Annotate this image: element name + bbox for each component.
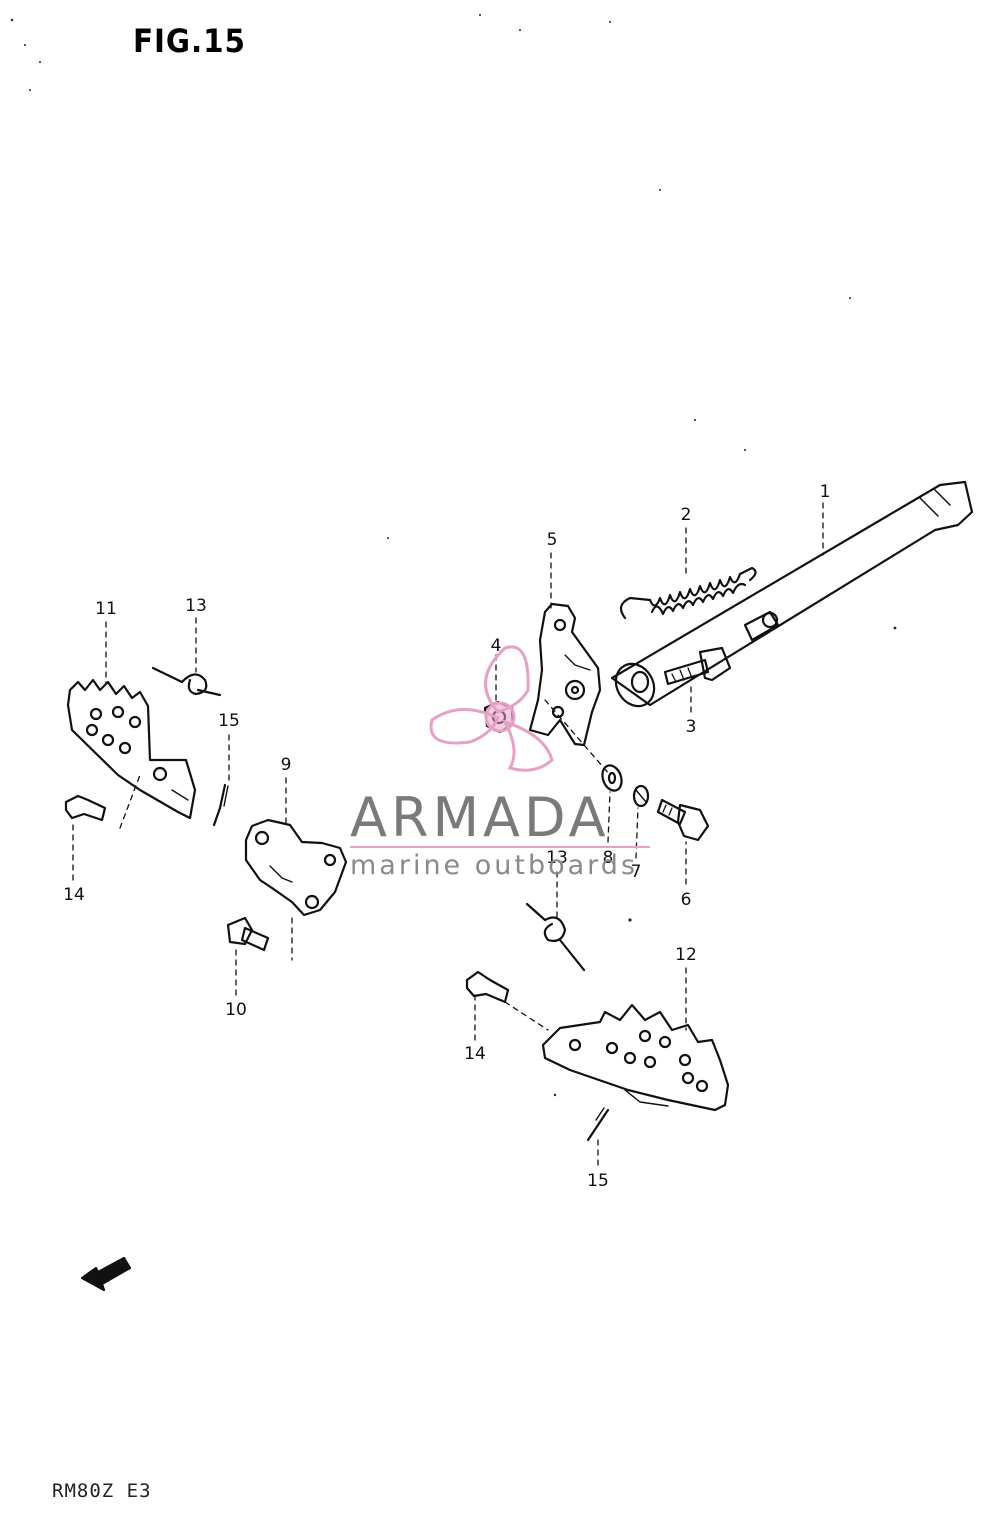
callout-14-right: 14: [464, 1044, 486, 1064]
cotter-pin-right: [586, 1107, 610, 1142]
stand-bolt: [656, 798, 710, 842]
callout-3: 3: [685, 717, 697, 737]
callout-6: 6: [680, 890, 692, 910]
watermark-divider: [350, 846, 650, 848]
right-footrest: [541, 1003, 730, 1112]
callout-14-left: 14: [63, 885, 85, 905]
watermark-tagline: marine outboards: [350, 850, 639, 881]
watermark-propeller-icon: [429, 645, 554, 772]
callout-5: 5: [546, 530, 558, 550]
footrest-spring-left: [151, 666, 222, 697]
callout-15-right: 15: [587, 1171, 609, 1191]
bracket-bolt: [226, 916, 270, 952]
callout-1: 1: [819, 482, 831, 502]
leader-lines: [72, 502, 824, 1166]
watermark-brand-name: ARMADA: [350, 786, 610, 849]
scan-specks: [10, 14, 897, 1097]
stand-spring: [619, 566, 757, 620]
footrest-bracket: [244, 818, 348, 917]
callout-11: 11: [95, 599, 117, 619]
diagram-code: RM80Z E3: [52, 1480, 152, 1502]
stand-bracket: [528, 602, 602, 747]
callout-7: 7: [630, 862, 642, 882]
callout-15-left: 15: [218, 711, 240, 731]
callout-4: 4: [490, 636, 502, 656]
callout-2: 2: [680, 505, 692, 525]
callout-12: 12: [675, 945, 697, 965]
callout-8: 8: [602, 848, 614, 868]
footrest-spring-right: [525, 902, 586, 972]
lock-washer: [632, 784, 650, 808]
washer: [601, 764, 623, 792]
callout-9: 9: [280, 755, 292, 775]
cotter-pin-left: [212, 783, 229, 827]
footrest-pin-right: [465, 970, 510, 1004]
side-stand: [610, 480, 974, 708]
fwd-arrow-icon: [80, 1256, 132, 1292]
left-footrest: [66, 678, 197, 820]
footrest-pin-left: [64, 794, 107, 822]
callout-13-right: 13: [546, 848, 568, 868]
figure-title: FIG.15: [133, 22, 246, 60]
callout-10: 10: [225, 1000, 247, 1020]
callout-13-left: 13: [185, 596, 207, 616]
pivot-bolt: [663, 646, 732, 686]
